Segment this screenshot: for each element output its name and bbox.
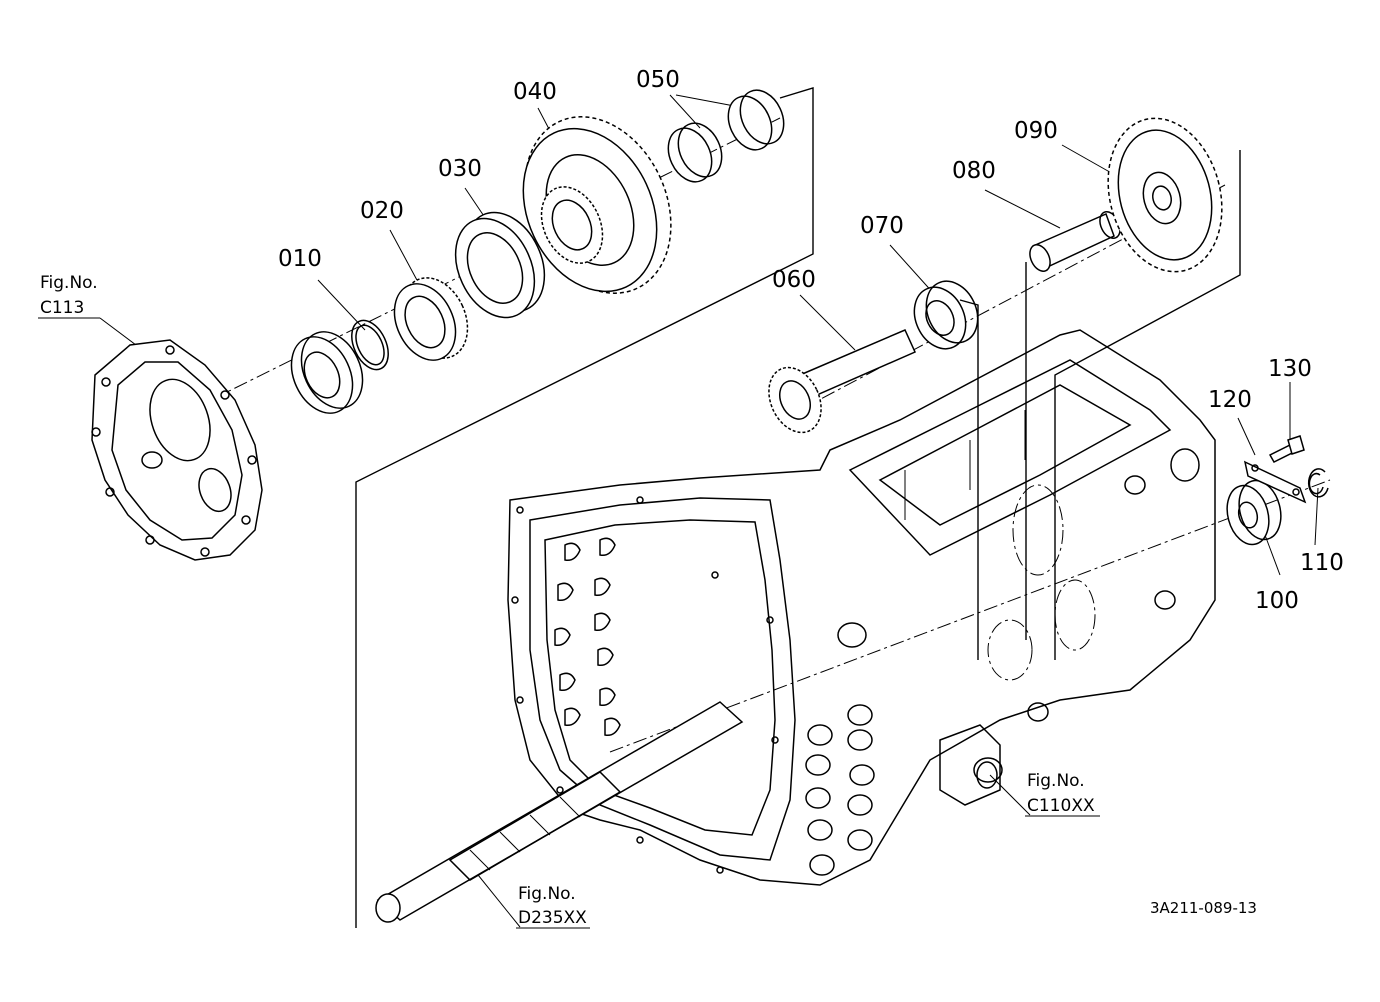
figure-ref-d235xx: Fig.No. D235XX	[516, 884, 590, 929]
snap-ring-110	[1307, 468, 1329, 498]
part-label-050: 050	[636, 67, 680, 93]
gear-040	[522, 116, 672, 294]
housing-axis-line	[609, 479, 1331, 753]
figure-ref-d235xx-title: Fig.No.	[518, 884, 576, 904]
part-label-060: 060	[772, 267, 816, 293]
part-number-labels: 010 020 030 040 050 060 070 080 090 100 …	[278, 67, 1344, 614]
snap-ring	[351, 319, 389, 371]
bushing-080	[1029, 211, 1121, 272]
gear-090	[1107, 117, 1223, 273]
figure-ref-c110xx-title: Fig.No.	[1027, 771, 1085, 791]
counter-shaft-060	[768, 329, 916, 434]
figure-ref-c110xx: Fig.No. C110XX	[1025, 771, 1100, 817]
figure-ref-c110xx-code: C110XX	[1027, 796, 1095, 816]
part-label-090: 090	[1014, 118, 1058, 144]
gear-020	[393, 277, 469, 361]
figure-ref-d235xx-code: D235XX	[518, 908, 587, 928]
bearing-070	[913, 280, 979, 350]
part-label-030: 030	[438, 156, 482, 182]
needle-bearing-050-b	[727, 89, 785, 151]
part-label-130: 130	[1268, 356, 1312, 382]
part-label-120: 120	[1208, 387, 1252, 413]
figure-ref-c113-title: Fig.No.	[40, 273, 98, 293]
plate-120	[1243, 460, 1307, 504]
bell-housing-cover	[91, 339, 263, 561]
figure-ref-c113-code: C113	[40, 298, 84, 318]
part-label-010: 010	[278, 246, 322, 272]
part-label-080: 080	[952, 158, 996, 184]
drawing-code: 3A211-089-13	[1150, 899, 1257, 917]
part-label-020: 020	[360, 198, 404, 224]
bolt-130	[1268, 435, 1305, 463]
housing-bosses	[805, 448, 1200, 876]
group-bracket-input-shaft	[355, 87, 814, 928]
part-label-110: 110	[1300, 550, 1344, 576]
figure-ref-c113: Fig.No. C113	[38, 273, 100, 319]
bearing-030	[454, 211, 546, 319]
rear-hub-c110xx	[939, 724, 1001, 806]
bearing-100	[1226, 479, 1282, 546]
group-bracket-idler	[1025, 150, 1241, 660]
part-label-070: 070	[860, 213, 904, 239]
needle-bearing-050-a	[667, 122, 723, 183]
transmission-housing	[375, 329, 1216, 923]
group-bracket-counter-shaft	[959, 299, 979, 660]
main-shaft-d235xx	[375, 701, 744, 923]
bearing-010	[290, 331, 364, 414]
part-label-100: 100	[1255, 588, 1299, 614]
part-label-040: 040	[513, 79, 557, 105]
